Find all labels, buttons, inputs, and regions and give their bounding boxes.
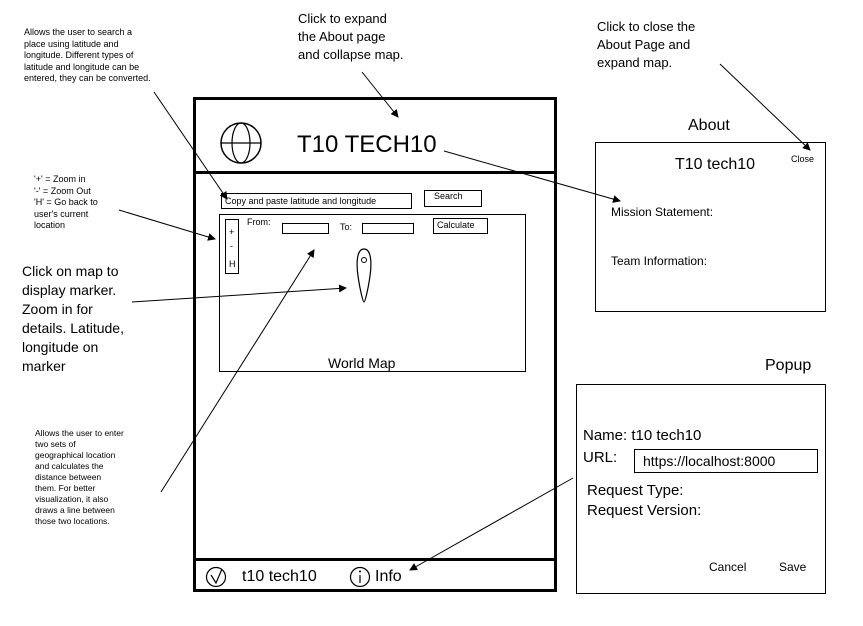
popup-request-version: Request Version: [587, 502, 702, 519]
team-information-label: Team Information: [611, 254, 708, 268]
to-input[interactable] [362, 223, 414, 234]
popup-url-label: URL: [583, 449, 618, 466]
about-close-button[interactable]: Close [791, 154, 815, 164]
arrow-close-about [719, 63, 811, 151]
popup-request-type: Request Type: [587, 482, 684, 499]
about-panel: T10 tech10 Close Mission Statement: Team… [595, 142, 826, 312]
search-annotation: Allows the user to search a place using … [24, 27, 151, 83]
distance-annotation: Allows the user to enter two sets of geo… [35, 428, 124, 526]
popup-save-button[interactable]: Save [779, 560, 807, 574]
marker-annotation: Click on map to display marker. Zoom in … [22, 263, 124, 374]
globe-icon[interactable] [219, 121, 263, 165]
zoom-out-button[interactable]: - [230, 241, 233, 251]
calculate-button[interactable]: Calculate [433, 218, 488, 234]
popup-panel: Name: t10 tech10 URL: https://localhost:… [576, 384, 826, 594]
popup-url-field[interactable]: https://localhost:8000 [634, 449, 818, 473]
info-icon[interactable] [349, 566, 371, 588]
footer-app-name: t10 tech10 [242, 568, 317, 585]
popup-name: Name: t10 tech10 [583, 427, 702, 444]
about-title: T10 tech10 [675, 156, 756, 173]
popup-section-label: Popup [765, 357, 812, 374]
app-title[interactable]: T10 TECH10 [297, 131, 437, 158]
world-map[interactable]: From: To: Calculate + - H World Map [219, 214, 526, 372]
from-input[interactable] [282, 223, 329, 234]
mission-statement-label: Mission Statement: [611, 205, 714, 219]
about-expand-annotation: Click to expand the About page and colla… [298, 11, 404, 62]
to-label: To: [340, 222, 353, 232]
from-label: From: [247, 217, 271, 227]
map-marker-icon[interactable] [355, 248, 373, 304]
home-button[interactable]: H [229, 259, 236, 269]
info-link[interactable]: Info [375, 568, 402, 585]
map-label: World Map [328, 355, 396, 371]
popup-cancel-button[interactable]: Cancel [709, 560, 747, 574]
zoom-annotation: '+' = Zoom in '-' = Zoom Out 'H' = Go ba… [34, 174, 98, 230]
zoom-in-button[interactable]: + [229, 227, 235, 237]
about-section-label: About [688, 117, 730, 134]
about-close-annotation: Click to close the About Page and expand… [597, 19, 696, 70]
app-wireframe: T10 TECH10 Copy and paste latitude and l… [193, 97, 557, 592]
zoom-controls: + - H [225, 219, 239, 274]
location-check-icon[interactable] [205, 566, 227, 588]
latlong-search-input[interactable]: Copy and paste latitude and longitude [221, 193, 412, 209]
search-button[interactable]: Search [424, 190, 482, 207]
